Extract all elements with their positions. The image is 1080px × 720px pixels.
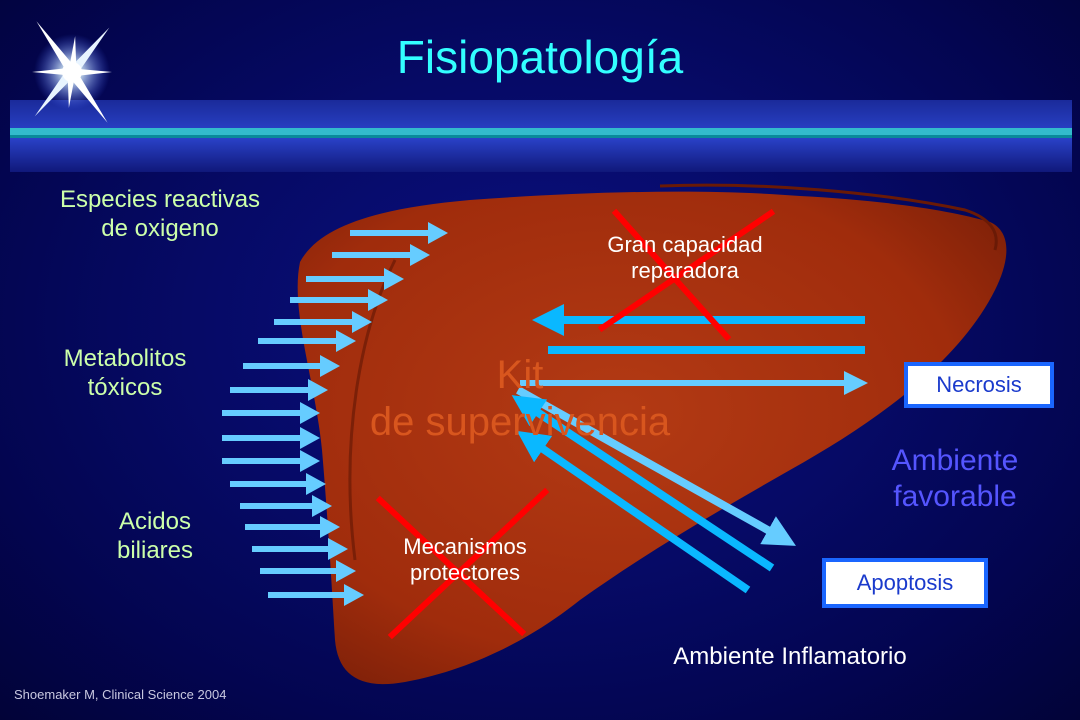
label-kit-supervivencia: Kit de supervivencia: [369, 353, 671, 445]
slide-title: Fisiopatología: [396, 31, 684, 83]
apoptosis-arrow: [516, 386, 796, 546]
star-icon: [32, 21, 112, 123]
input-arrow-head: [368, 289, 388, 311]
input-arrow-head: [320, 516, 340, 538]
input-arrow-head: [428, 222, 448, 244]
label-gran-capacidad: Gran capacidad reparadora: [607, 232, 763, 284]
input-arrow-head: [320, 355, 340, 377]
input-arrow-head: [384, 268, 404, 290]
apoptosis-box: Apoptosis: [822, 558, 988, 608]
input-arrow-head: [312, 495, 332, 517]
label-mecanismos-protectores: Mecanismos protectores: [403, 534, 527, 586]
input-arrow-head: [344, 584, 364, 606]
necrosis-box: Necrosis: [904, 362, 1054, 408]
input-arrow-head: [336, 330, 356, 352]
label-especies-reactivas: Especies reactivas de oxigeno: [59, 186, 261, 242]
input-arrow-head: [328, 538, 348, 560]
input-arrow-head: [300, 402, 320, 424]
input-arrow-head: [410, 244, 430, 266]
inflammatory-arrow-1: [511, 395, 775, 572]
input-arrow-head: [300, 450, 320, 472]
input-arrow-head: [352, 311, 372, 333]
input-arrow-head: [336, 560, 356, 582]
input-arrow-head: [308, 379, 328, 401]
source-citation: Shoemaker M, Clinical Science 2004: [14, 687, 227, 702]
label-ambiente-inflamatorio: Ambiente Inflamatorio: [673, 643, 907, 670]
label-metabolitos-toxicos: Metabolitos tóxicos: [63, 345, 187, 401]
input-arrow-head: [306, 473, 326, 495]
cross-mecanismos: [375, 487, 550, 640]
header-band: [10, 100, 1072, 172]
label-acidos-biliares: Acidos biliares: [116, 508, 194, 564]
cross-gran-capacidad: [597, 208, 776, 342]
inflammatory-arrow-2: [516, 430, 751, 594]
input-arrow-head: [300, 427, 320, 449]
label-ambiente-favorable: Ambiente favorable: [891, 444, 1019, 513]
input-arrow-group: [222, 222, 448, 606]
